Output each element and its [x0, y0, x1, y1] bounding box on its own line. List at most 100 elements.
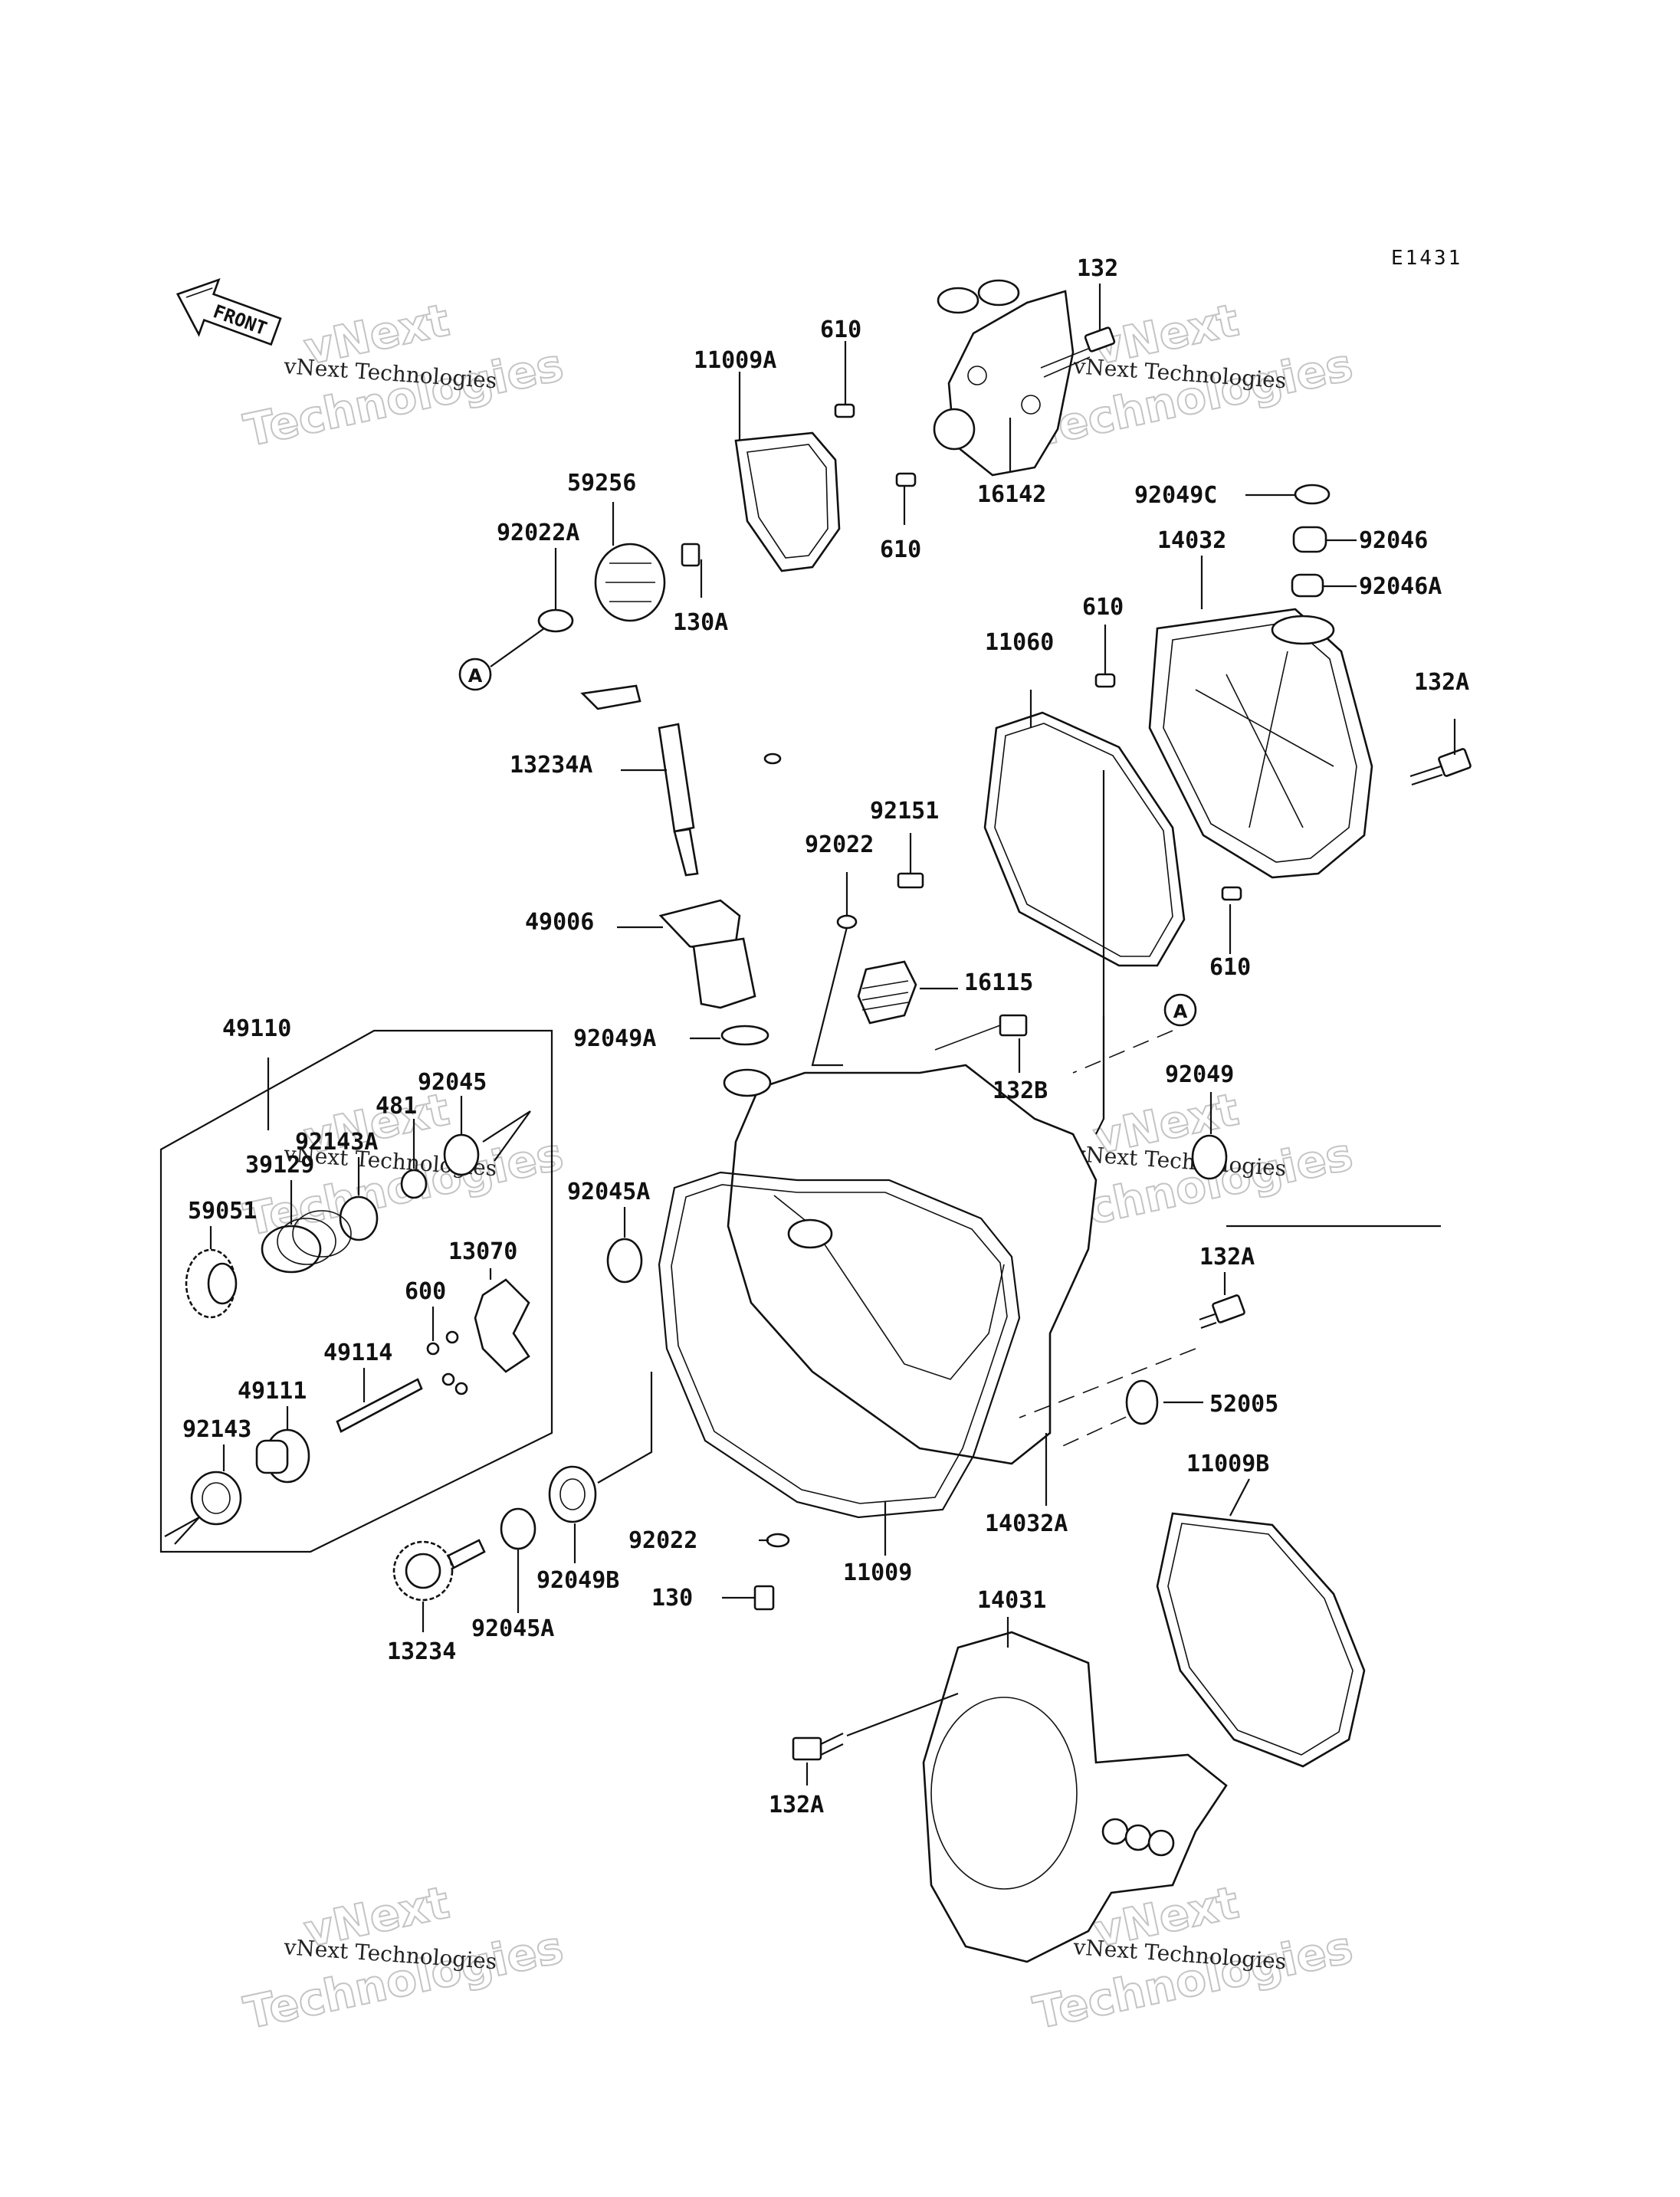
label-16115: 16115 — [964, 969, 1033, 996]
bolt-132A-mid — [1199, 1294, 1245, 1330]
bolt-132A-right — [1409, 748, 1472, 786]
gear-59051 — [185, 1248, 238, 1319]
watermark-top-left: vNext Technologies vNext Technologies — [239, 293, 569, 457]
label-11060: 11060 — [985, 629, 1054, 656]
label-132A-mid: 132A — [1199, 1244, 1255, 1271]
label-132A-bottom: 132A — [769, 1792, 824, 1818]
label-11009A: 11009A — [694, 347, 776, 374]
label-39129: 39129 — [245, 1152, 314, 1179]
label-92022-bottom: 92022 — [628, 1527, 697, 1554]
bearing-92049B — [548, 1465, 597, 1523]
spring-39129 — [261, 1210, 352, 1274]
label-14032: 14032 — [1157, 527, 1226, 554]
label-610-a: 610 — [820, 316, 861, 343]
washer-92022-top — [836, 914, 858, 930]
bushing-92046 — [1292, 526, 1327, 553]
bolt-130 — [753, 1585, 775, 1611]
bolt-130A — [681, 543, 701, 567]
water-pump-cover-16142 — [933, 279, 1075, 477]
washer-92049C — [1294, 484, 1331, 505]
generator-cover-14031 — [922, 1631, 1228, 1963]
label-92046A: 92046A — [1359, 573, 1442, 600]
label-52005: 52005 — [1209, 1391, 1278, 1418]
dowel-pin-610-a — [834, 403, 855, 418]
label-600: 600 — [405, 1278, 446, 1305]
bolt-132B — [934, 1014, 1028, 1051]
seal-92045A-bottom — [500, 1507, 536, 1550]
front-arrow-icon: FRONT — [176, 277, 282, 346]
label-11009: 11009 — [843, 1559, 912, 1586]
impeller-59256 — [594, 543, 666, 622]
leader-dashed-b — [1019, 1348, 1196, 1418]
balls-600 — [426, 1330, 468, 1395]
label-92151: 92151 — [870, 798, 939, 825]
callout-a-right-letter: A — [1173, 1001, 1188, 1022]
label-16142: 16142 — [977, 481, 1046, 508]
label-481: 481 — [376, 1093, 417, 1120]
callout-a-right: A — [1163, 993, 1197, 1027]
watermark-top-right: vNext Technologies vNext Technologies — [1029, 293, 1358, 457]
label-92045A-top: 92045A — [567, 1179, 650, 1205]
diagram-code: E1431 — [1391, 247, 1462, 270]
kit-box-49110 — [159, 1029, 553, 1553]
sleeve-49111 — [255, 1428, 310, 1484]
impeller-13070 — [474, 1278, 530, 1373]
dowel-pin-610-c — [1094, 673, 1116, 688]
leader-dashed-c — [1057, 1405, 1150, 1449]
label-610-b: 610 — [880, 536, 921, 563]
o-ring-92049A — [720, 1025, 769, 1046]
label-92045A-bottom: 92045A — [471, 1615, 554, 1642]
circlip-481 — [400, 1169, 428, 1199]
label-11009B: 11009B — [1186, 1451, 1269, 1477]
bolt-132A-bottom — [792, 1733, 844, 1761]
label-92049A: 92049A — [573, 1025, 656, 1052]
label-130A: 130A — [673, 609, 728, 636]
watermark-bottom-left: vNext Technologies vNext Technologies — [239, 1875, 569, 2040]
label-49114: 49114 — [323, 1340, 392, 1366]
label-610-c: 610 — [1082, 594, 1124, 621]
bolt-132-top — [1040, 326, 1116, 378]
label-130: 130 — [651, 1585, 693, 1612]
bolt-92151 — [897, 872, 924, 889]
label-92143A: 92143A — [295, 1129, 378, 1156]
gasket-11009 — [658, 1171, 1021, 1519]
callout-a-left: A — [458, 657, 492, 691]
dowel-pin-610-b — [895, 472, 917, 487]
clutch-cover-14032A — [723, 1064, 1098, 1465]
label-92049: 92049 — [1165, 1061, 1234, 1088]
leader-lines — [164, 284, 1456, 1785]
label-49111: 49111 — [238, 1378, 307, 1405]
shaft-13234A — [580, 684, 699, 877]
washer-small — [763, 753, 782, 765]
plug-16115 — [857, 960, 917, 1025]
gasket-11060 — [983, 711, 1186, 967]
cover-14032 — [1148, 608, 1373, 879]
label-92022-top: 92022 — [805, 831, 874, 858]
bearing-92045 — [443, 1133, 480, 1176]
bearing-92049B-inner — [559, 1478, 586, 1510]
label-49110: 49110 — [222, 1015, 291, 1042]
bushing-92046A — [1291, 573, 1324, 598]
callout-a-left-letter: A — [468, 665, 483, 687]
label-14031: 14031 — [977, 1587, 1046, 1614]
seal-92045A-top — [606, 1238, 643, 1284]
gear-13234 — [392, 1539, 486, 1602]
governor-49006 — [658, 899, 756, 1009]
label-49006: 49006 — [525, 909, 594, 936]
label-59051: 59051 — [188, 1198, 257, 1225]
label-132B: 132B — [993, 1077, 1048, 1104]
label-92049B: 92049B — [536, 1567, 619, 1594]
label-92022A: 92022A — [497, 520, 579, 546]
dowel-pin-610-d — [1221, 886, 1242, 901]
label-14032A: 14032A — [985, 1510, 1068, 1537]
label-132A-right: 132A — [1414, 669, 1469, 696]
gasket-11009B — [1156, 1512, 1366, 1768]
label-132-top: 132 — [1077, 255, 1118, 282]
part-labels: 132 610 11009A 16142 610 92049C 92046 14… — [182, 255, 1469, 1818]
washer-92022-bottom — [766, 1533, 790, 1548]
label-13070: 13070 — [448, 1238, 517, 1265]
shaft-49114 — [336, 1378, 423, 1433]
cap-52005 — [1125, 1379, 1159, 1425]
seal-92049 — [1191, 1134, 1228, 1180]
